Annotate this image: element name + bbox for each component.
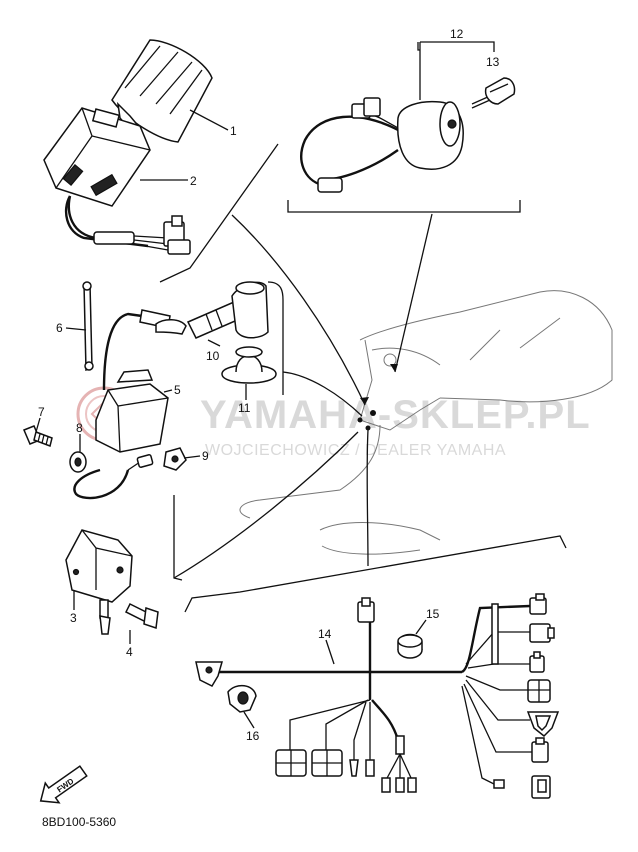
callout-12: 12 [450,27,464,41]
callout-8: 8 [76,421,83,435]
watermark: YAMAHA-SKLEP.PL WOJCIECHOWICZ / DEALER Y… [76,386,591,459]
callout-numbers: 1 2 3 4 5 6 7 8 9 10 11 12 13 14 15 16 [38,27,500,743]
group-frames [159,143,567,613]
watermark-brand: YAMAHA-SKLEP.PL [200,393,591,437]
callout-4: 4 [126,645,133,659]
part-cdi-bolt [124,602,159,630]
callout-5: 5 [174,383,181,397]
part-cdi-unit [65,529,133,635]
part-key [471,77,516,109]
part-wire-harness [195,593,560,799]
callout-2: 2 [190,174,197,188]
fwd-arrow: FWD [39,765,88,804]
part-bolt [23,425,53,447]
diagram-code: 8BD100-5360 [42,815,116,829]
callout-14: 14 [318,627,332,641]
callout-11: 11 [238,401,251,415]
part-grommet [221,346,277,384]
watermark-dealer: WOJCIECHOWICZ / DEALER YAMAHA [205,442,506,459]
callout-15: 15 [426,607,440,621]
callout-1: 1 [230,124,237,138]
leader-lines [173,213,433,579]
part-harness-grommet [397,633,423,659]
part-switch-housing [43,107,151,207]
part-nut [163,447,187,471]
callout-3: 3 [70,611,77,625]
callout-6: 6 [56,321,63,335]
callout-9: 9 [202,449,209,463]
callout-16: 16 [246,729,260,743]
part-ground-strap [82,281,94,372]
part-spark-plug-cap [155,281,269,339]
part-clamp [227,684,257,713]
part-washer [69,451,87,473]
part-switch-cable [64,195,191,255]
callout-7: 7 [38,405,45,419]
callout-13: 13 [486,55,500,69]
part-main-switch [300,97,464,193]
callout-10: 10 [206,349,220,363]
callout-leaders [35,41,495,729]
